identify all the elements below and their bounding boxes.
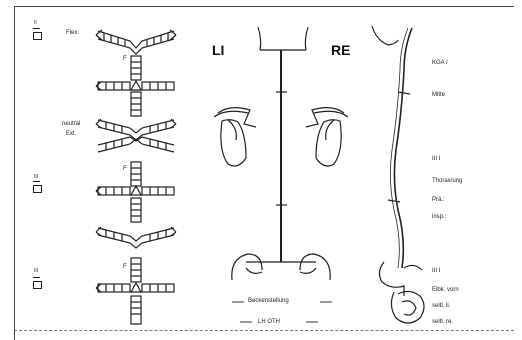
lateral-pelvis <box>379 262 424 323</box>
left-scapula <box>214 108 256 166</box>
horizontal-bar-2 <box>96 186 174 195</box>
vertical-column-1 <box>131 56 141 116</box>
flex-v-glyph <box>96 30 176 54</box>
spine-line <box>276 50 287 262</box>
v-glyph-3 <box>96 227 176 248</box>
right-scapula <box>306 108 348 166</box>
lateral-head-outline <box>372 26 398 45</box>
bottom-dashes <box>232 302 332 322</box>
ext-inverted-v-glyph <box>98 137 174 152</box>
horizontal-bar-3 <box>96 283 174 292</box>
neck-outline <box>258 27 308 50</box>
lateral-spine-curve <box>388 28 412 268</box>
horizontal-bar-1 <box>96 81 174 90</box>
vertical-column-3 <box>131 258 141 324</box>
ext-v-glyph-1 <box>96 119 176 140</box>
